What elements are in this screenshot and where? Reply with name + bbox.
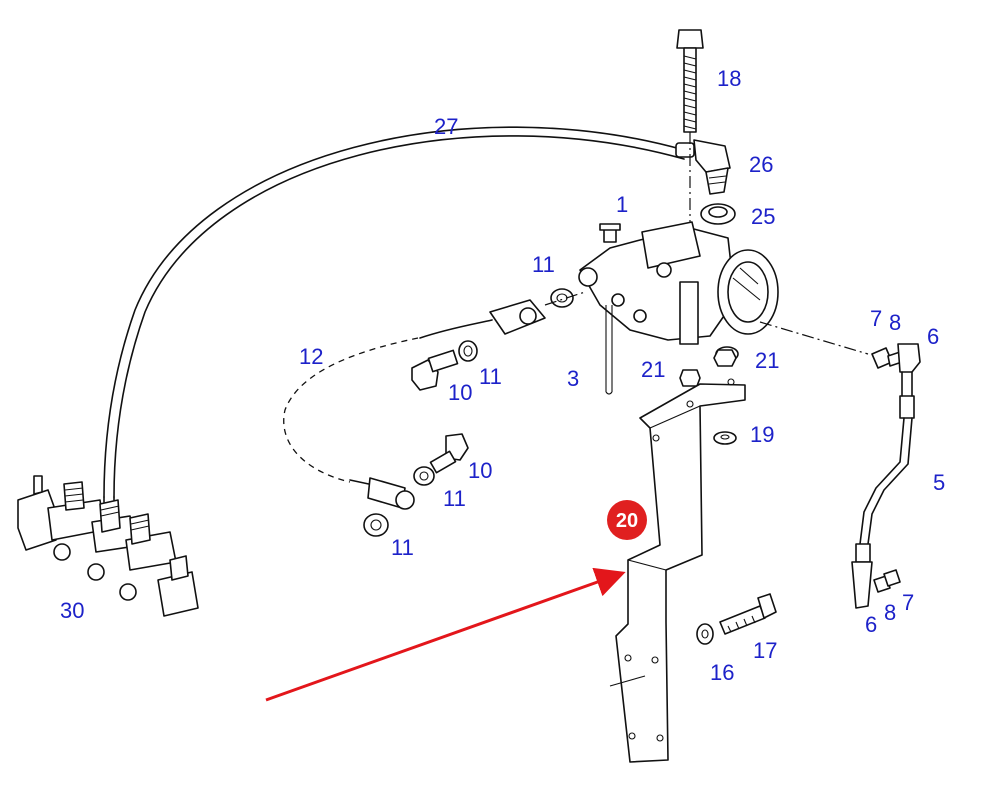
callout-8-lower: 8 [884,600,896,625]
hose-27 [103,126,685,498]
distribution-block-30 [17,475,199,617]
callout-27: 27 [434,114,458,139]
callout-12: 12 [299,344,323,369]
callout-21-right: 21 [755,348,779,373]
highlight-badge-20: 20 [607,500,647,540]
bolt-18 [676,29,704,236]
bolt-10-lower [429,433,469,474]
banjo-fitting-26 [675,139,731,195]
bolt-17-washer-16 [696,593,777,645]
callout-11-middle: 11 [443,486,466,511]
fork-joint-lower [349,466,435,537]
valve-assembly-1 [578,221,869,395]
callout-21-left: 21 [641,357,665,382]
callout-10-lower: 10 [468,458,492,483]
callout-18: 18 [717,66,741,91]
callout-19: 19 [750,422,774,447]
callout-17: 17 [753,638,777,663]
fork-joint-upper [419,288,586,339]
callout-16: 16 [710,660,734,685]
washer-25 [700,203,736,225]
badge-label-20: 20 [616,510,638,532]
callout-7-upper: 7 [870,306,882,331]
control-cable-12 [283,337,419,483]
nut-21 [679,349,737,387]
bolt-10-upper [411,340,478,391]
callout-5: 5 [933,470,945,495]
washer-19 [713,431,737,445]
callout-3: 3 [567,366,579,391]
rod-5-assembly [851,343,921,609]
callout-26: 26 [749,152,773,177]
callout-30: 30 [60,598,84,623]
callout-11-top: 11 [532,252,555,277]
callout-8-upper: 8 [889,310,901,335]
bracket-20 [609,378,746,763]
callout-7-lower: 7 [902,590,914,615]
callout-25: 25 [751,204,775,229]
callout-10-upper: 10 [448,380,472,405]
callout-11-upper: 11 [479,364,502,389]
callout-11-lower: 11 [391,535,414,560]
callout-6-upper: 6 [927,324,939,349]
highlight-arrow [265,567,626,702]
callout-6-lower: 6 [865,612,877,637]
callout-1: 1 [616,192,628,217]
